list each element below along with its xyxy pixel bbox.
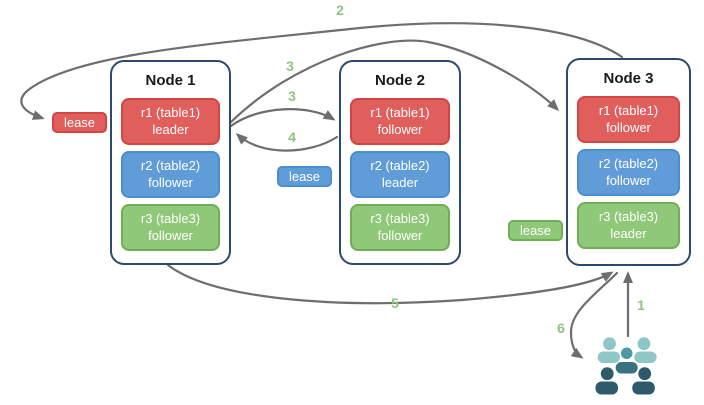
replica-node2-r3: r3 (table3) follower: [350, 204, 450, 251]
lease-badge-green: lease: [508, 220, 563, 241]
arrow-step-3-node1-to-node3: [229, 39, 560, 124]
arrow-step-6-node3-to-clients: [569, 271, 619, 359]
replica-role: leader: [381, 174, 419, 190]
node-card-2: Node 2 r1 (table1) follower r2 (table2) …: [339, 60, 461, 265]
step-label-2: 2: [336, 2, 344, 18]
node-card-3: Node 3 r1 (table1) follower r2 (table2) …: [566, 58, 691, 266]
step-label-4: 4: [288, 129, 296, 145]
node-card-1: Node 1 r1 (table1) leader r2 (table2) fo…: [110, 60, 231, 265]
replica-node1-r1: r1 (table1) leader: [121, 98, 220, 145]
replica-node2-r2: r2 (table2) leader: [350, 151, 450, 198]
node-title: Node 2: [374, 72, 425, 89]
replica-name: r3 (table3): [370, 210, 430, 226]
arrow-step-4-node2-to-node1: [235, 132, 339, 152]
lease-badge-blue: lease: [277, 166, 332, 187]
node-title: Node 1: [145, 72, 196, 89]
replica-name: r1 (table1): [370, 104, 430, 120]
replica-role: follower: [377, 227, 423, 243]
replica-name: r2 (table2): [598, 155, 659, 171]
replica-role: follower: [148, 174, 193, 190]
step-label-6: 6: [557, 320, 565, 336]
step-label-5: 5: [391, 295, 399, 311]
step-label-3-lower: 3: [288, 88, 296, 104]
replica-node3-r1: r1 (table1) follower: [577, 96, 680, 143]
step-label-1: 1: [637, 297, 645, 313]
replica-node2-r1: r1 (table1) follower: [350, 98, 450, 145]
replica-node1-r3: r3 (table3) follower: [121, 204, 220, 251]
replica-role: follower: [377, 121, 423, 137]
node-title: Node 3: [603, 70, 654, 87]
replica-role: follower: [148, 227, 193, 243]
step-label-3-upper: 3: [286, 58, 294, 74]
replica-name: r2 (table2): [140, 157, 201, 173]
replica-name: r1 (table1): [598, 102, 659, 118]
replica-role: follower: [606, 119, 651, 135]
replica-node1-r2: r2 (table2) follower: [121, 151, 220, 198]
arrow-step-2-node3-to-red-lease: [20, 22, 624, 120]
replica-name: r2 (table2): [370, 157, 430, 173]
replica-node3-r2: r2 (table2) follower: [577, 149, 680, 196]
lease-badge-red: lease: [52, 112, 107, 133]
replica-role: leader: [610, 225, 647, 241]
replica-name: r1 (table1): [140, 104, 201, 120]
replica-node3-r3: r3 (table3) leader: [577, 202, 680, 249]
replica-role: leader: [152, 121, 189, 137]
replica-role: follower: [606, 172, 651, 188]
arrow-step-3-node1-to-node2: [229, 108, 336, 128]
clients-group-icon: [595, 337, 657, 395]
replica-name: r3 (table3): [140, 210, 201, 226]
arrow-step-5-node1-to-node3: [166, 263, 614, 305]
replica-name: r3 (table3): [598, 208, 659, 224]
